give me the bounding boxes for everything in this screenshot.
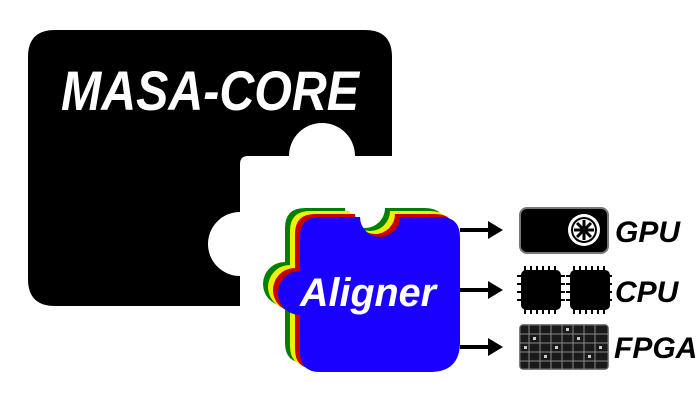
fpga-icon bbox=[519, 324, 609, 370]
gpu-icon bbox=[519, 207, 609, 254]
masa-core-title: MASA-CORE bbox=[61, 59, 360, 122]
cpu-label: CPU bbox=[615, 276, 680, 309]
cpu-icon bbox=[517, 266, 612, 314]
arrow-to-gpu bbox=[460, 221, 503, 239]
arrows bbox=[460, 221, 503, 356]
arrow-to-cpu bbox=[460, 281, 503, 299]
masa-core-piece: MASA-CORE bbox=[28, 30, 392, 306]
gpu-label: GPU bbox=[615, 216, 681, 249]
arrow-to-fpga bbox=[460, 338, 503, 356]
aligner-title: Aligner bbox=[299, 271, 438, 315]
aligner-plugin-stack: Aligner bbox=[263, 208, 460, 372]
fpga-label: FPGA bbox=[614, 332, 697, 365]
